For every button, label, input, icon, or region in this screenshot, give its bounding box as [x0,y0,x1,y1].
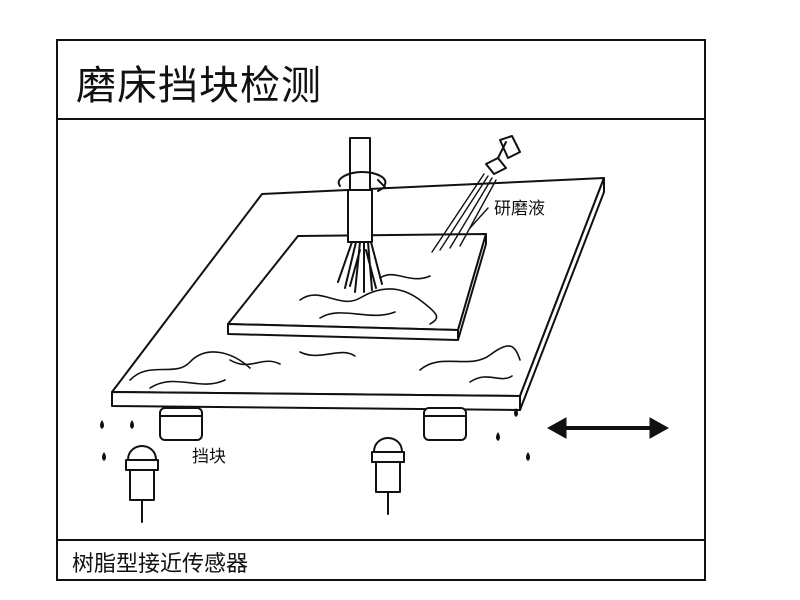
motion-arrow-icon [546,417,670,439]
grinding-fluid-label: 研磨液 [494,199,545,219]
fluid-leader-line [469,207,489,229]
page-title: 磨床挡块检测 [76,63,322,109]
fluid-nozzle [485,135,521,175]
workpiece [227,233,487,341]
proximity-sensor-left [125,445,159,523]
grinding-spindle [337,137,383,293]
stopper-label: 挡块 [192,447,226,467]
stopper-left [159,407,203,441]
sensor-caption: 树脂型接近传感器 [72,552,249,577]
rotation-icon [337,171,387,192]
stopper-right [423,407,467,441]
proximity-sensor-right [371,437,405,515]
fluid-swirls [129,273,521,389]
fluid-drops [100,408,530,461]
caption-bar: 树脂型接近传感器 [58,539,704,579]
title-bar: 磨床挡块检测 [58,41,704,120]
fluid-spray [431,173,497,253]
